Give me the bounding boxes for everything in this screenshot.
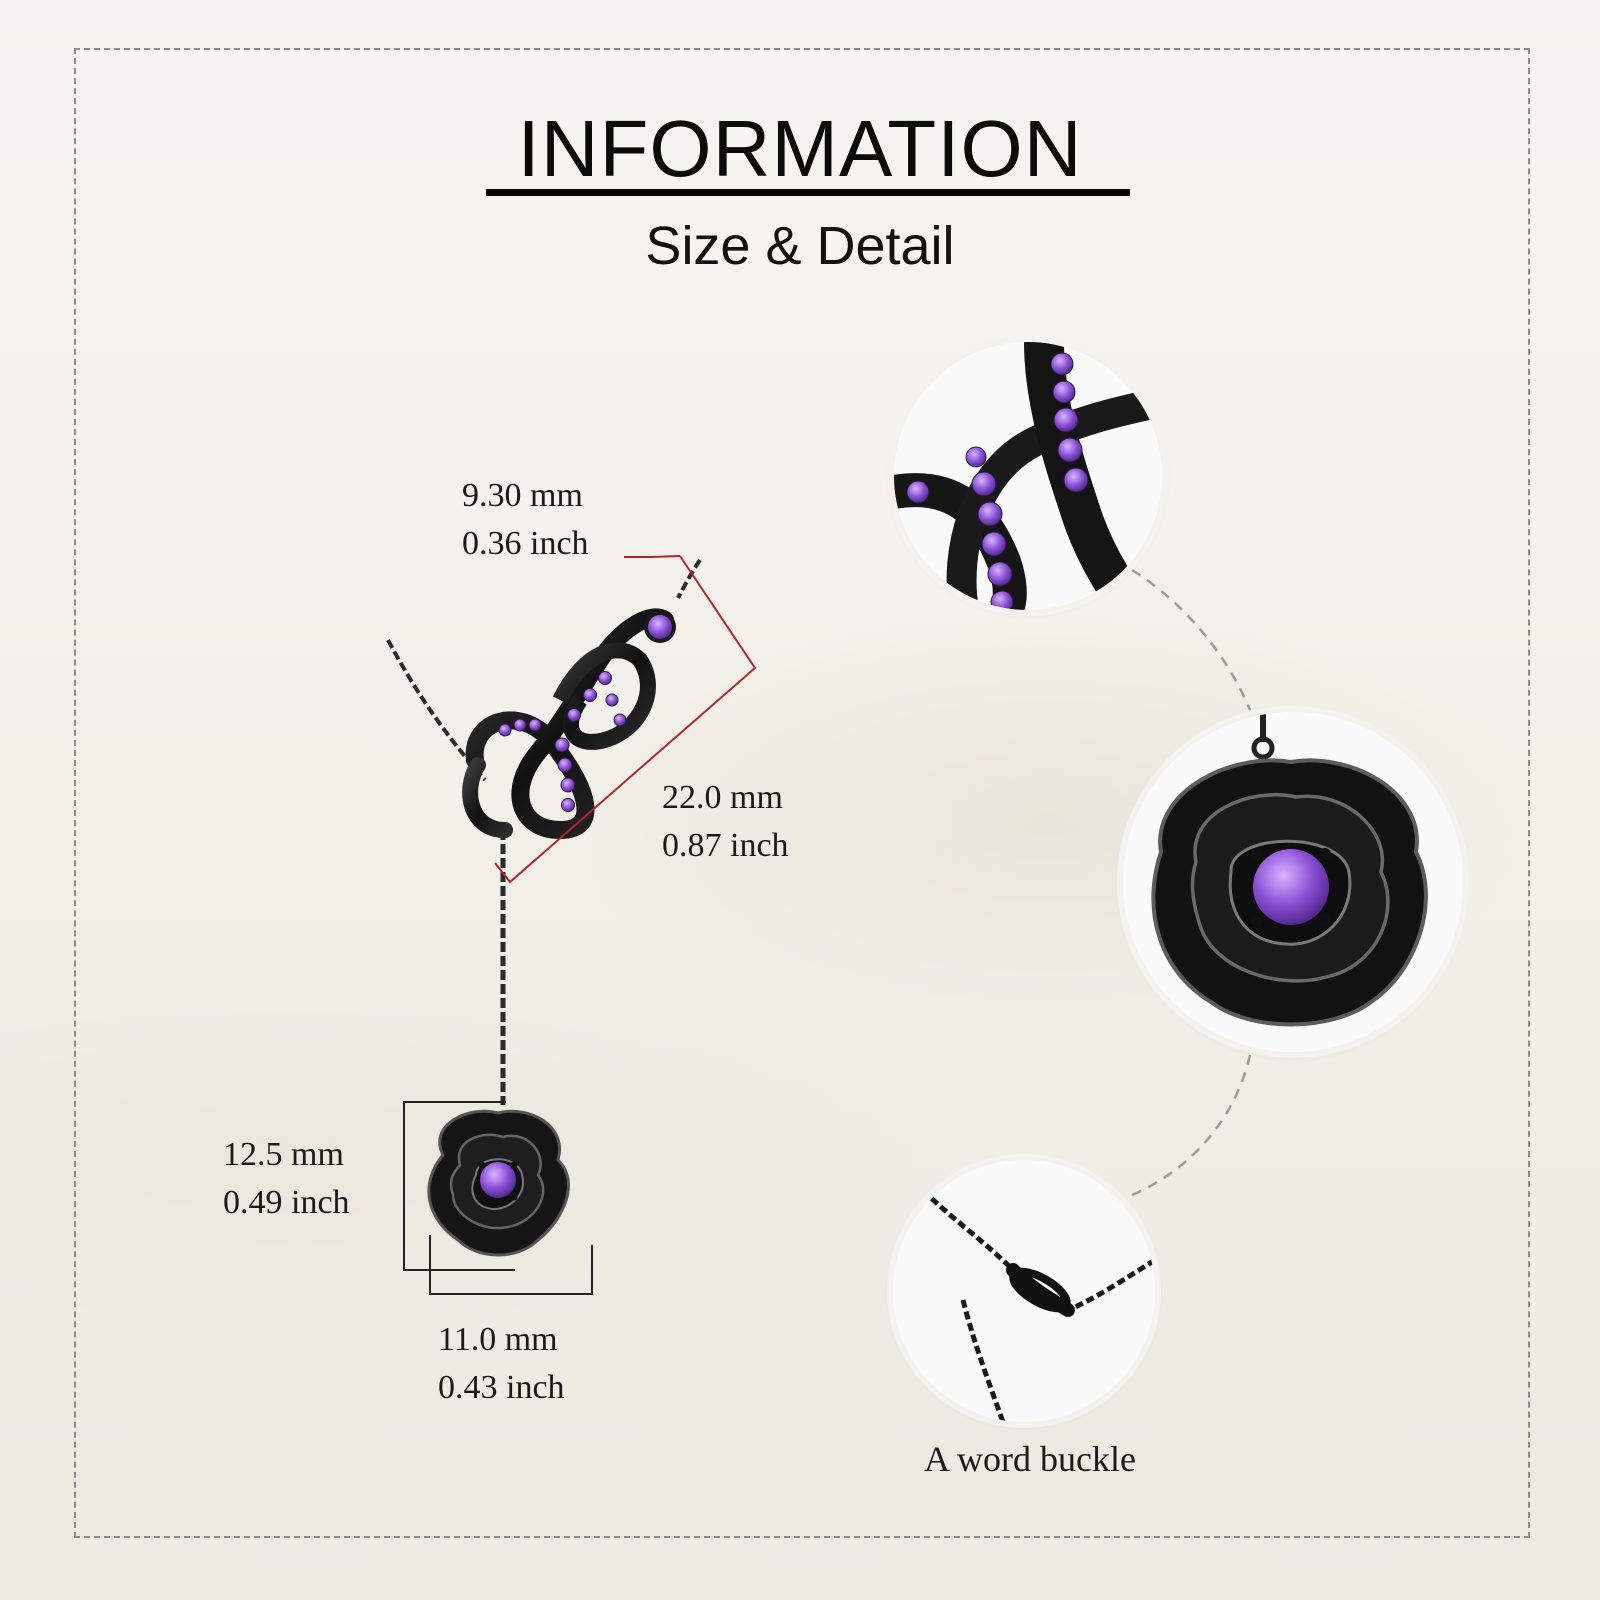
rose-width-inch: 0.43 inch (438, 1369, 565, 1406)
chain-right (676, 558, 702, 599)
title-underline (486, 189, 1130, 196)
rose-height-mm: 12.5 mm (223, 1136, 344, 1173)
infinity-length-mm: 22.0 mm (662, 779, 783, 816)
rose-measure-lines (403, 1101, 593, 1295)
infinity-width-inch: 0.36 inch (462, 525, 589, 562)
infinity-measure-lines (494, 555, 757, 884)
infinity-pendant (462, 608, 676, 840)
infinity-closeup (894, 342, 1162, 610)
infinity-width-mm: 9.30 mm (462, 477, 583, 514)
rose-height-inch: 0.49 inch (223, 1184, 350, 1221)
buckle-closeup (893, 1160, 1155, 1422)
rose-width-label: 11.0 mm 0.43 inch (438, 1316, 565, 1412)
dashed-frame (74, 48, 1530, 1538)
detail-circle-infinity (894, 342, 1162, 610)
buckle-caption: A word buckle (924, 1439, 1136, 1479)
rose-height-label: 12.5 mm 0.49 inch (223, 1131, 350, 1227)
infinity-length-inch: 0.87 inch (662, 827, 789, 864)
rose-width-mm: 11.0 mm (438, 1321, 558, 1358)
page-subtitle: Size & Detail (645, 216, 955, 276)
rose-closeup (1123, 712, 1463, 1052)
rose-pendant (427, 1109, 570, 1257)
detail-circle-rose (1123, 712, 1463, 1052)
infinity-length-label: 22.0 mm 0.87 inch (662, 774, 789, 870)
page-title: INFORMATION (517, 104, 1083, 193)
detail-circle-buckle (893, 1160, 1155, 1422)
infinity-width-label: 9.30 mm 0.36 inch (462, 472, 589, 568)
